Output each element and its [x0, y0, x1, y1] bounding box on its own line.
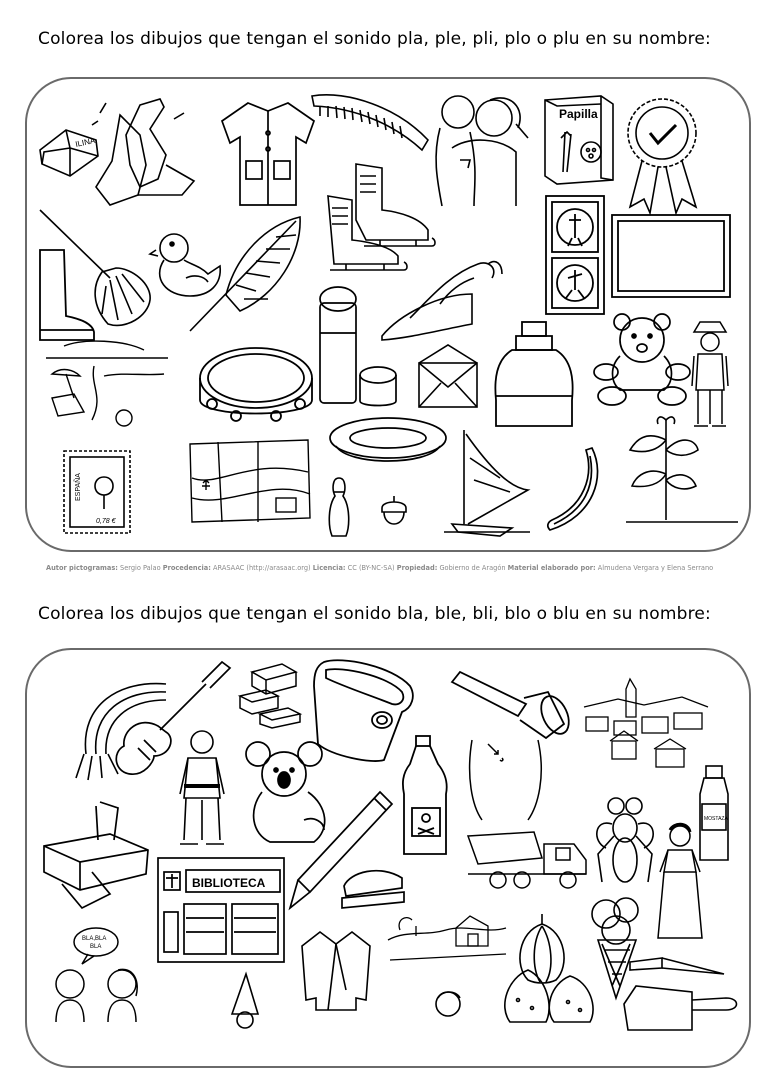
pencil-icon: [288, 788, 396, 911]
tin-can-icon: [312, 656, 416, 764]
bowling-pin-icon: [326, 476, 352, 538]
guitar-icon: [110, 656, 234, 780]
picture-panel-pl: [25, 77, 751, 552]
boy-icon: [432, 990, 464, 1024]
skates-icon: [320, 160, 438, 274]
stamp-price: 0,78 €: [96, 518, 117, 525]
village-icon: [582, 677, 712, 769]
map-icon: [188, 438, 312, 524]
talking-kids-icon: BLA,BLA BLA: [48, 926, 144, 1024]
canteen-icon: [492, 320, 576, 430]
blouse-icon: [300, 930, 372, 1012]
knife-icon: [628, 952, 728, 988]
cables-icon: [40, 674, 170, 784]
smock-icon: [216, 99, 320, 209]
windsurf-icon: [440, 428, 534, 544]
iron-icon: [380, 254, 504, 346]
library-icon: BIBLIOTECA: [156, 856, 286, 964]
bleach-bottle-icon: [400, 734, 450, 858]
teddy-bear-icon: [590, 312, 694, 406]
plasticine-label: ILINA: [75, 136, 97, 149]
ice-cream-icon: [590, 896, 644, 1001]
feather-icon: [186, 215, 306, 335]
karate-kid-icon: [178, 728, 226, 852]
acorn-icon: [380, 494, 408, 534]
duck-icon: [148, 230, 224, 300]
tambourine-icon: [196, 344, 316, 434]
stamp-country: ESPAÑA: [73, 473, 82, 501]
clapping-hands-icon: [90, 95, 198, 213]
belly-icon: [462, 736, 548, 822]
feather-duster-icon: [36, 206, 154, 330]
stamp-icon: ESPAÑA 0,78 €: [62, 449, 132, 535]
hug-icon: [430, 88, 532, 208]
glue-stick-icon: [318, 283, 398, 409]
papilla-label: Papilla: [559, 107, 598, 121]
papilla-box-icon: Papilla: [541, 92, 617, 188]
picture-panel-bl: [25, 648, 751, 1068]
envelope-icon: [417, 343, 479, 409]
traffic-light-icon: [544, 194, 606, 316]
plate-icon: [328, 416, 448, 472]
gnome-icon: [222, 971, 268, 1029]
instruction-bl: Colorea los dibujos que tengan el sonido…: [38, 604, 711, 624]
fly-icon: [590, 792, 660, 894]
board-icon: [610, 213, 732, 301]
speech-label-1: BLA,BLA: [82, 936, 106, 942]
landscape-icon: [386, 900, 508, 982]
lego-bricks-icon: [237, 662, 303, 729]
medal-icon: [624, 95, 702, 216]
mustard-icon: MOSTAZA: [696, 764, 732, 864]
plasticine-icon: ILINA: [36, 112, 106, 184]
plant-icon: [626, 410, 738, 526]
library-label: BIBLIOTECA: [192, 876, 266, 890]
cutting-board-icon: [622, 980, 742, 1031]
speech-label-2: BLA: [90, 944, 101, 950]
stapler-icon: [340, 856, 406, 910]
snow-white-icon: [656, 822, 704, 942]
cement-truck-icon: [464, 828, 590, 892]
beach-icon: [44, 336, 168, 428]
comb-icon: [308, 88, 434, 158]
figs-icon: [498, 966, 598, 1024]
explorer-icon: [690, 320, 730, 434]
flashlight-icon: [448, 668, 570, 742]
boot-icon: [36, 246, 98, 342]
koala-icon: [244, 740, 330, 846]
instruction-pl: Colorea los dibujos que tengan el sonido…: [38, 29, 711, 49]
printer-icon: [40, 800, 152, 910]
banana-icon: [544, 446, 604, 534]
credits-line: Autor pictogramas: Sergio Palao Proceden…: [46, 564, 714, 572]
mustard-label: MOSTAZA: [704, 816, 728, 822]
